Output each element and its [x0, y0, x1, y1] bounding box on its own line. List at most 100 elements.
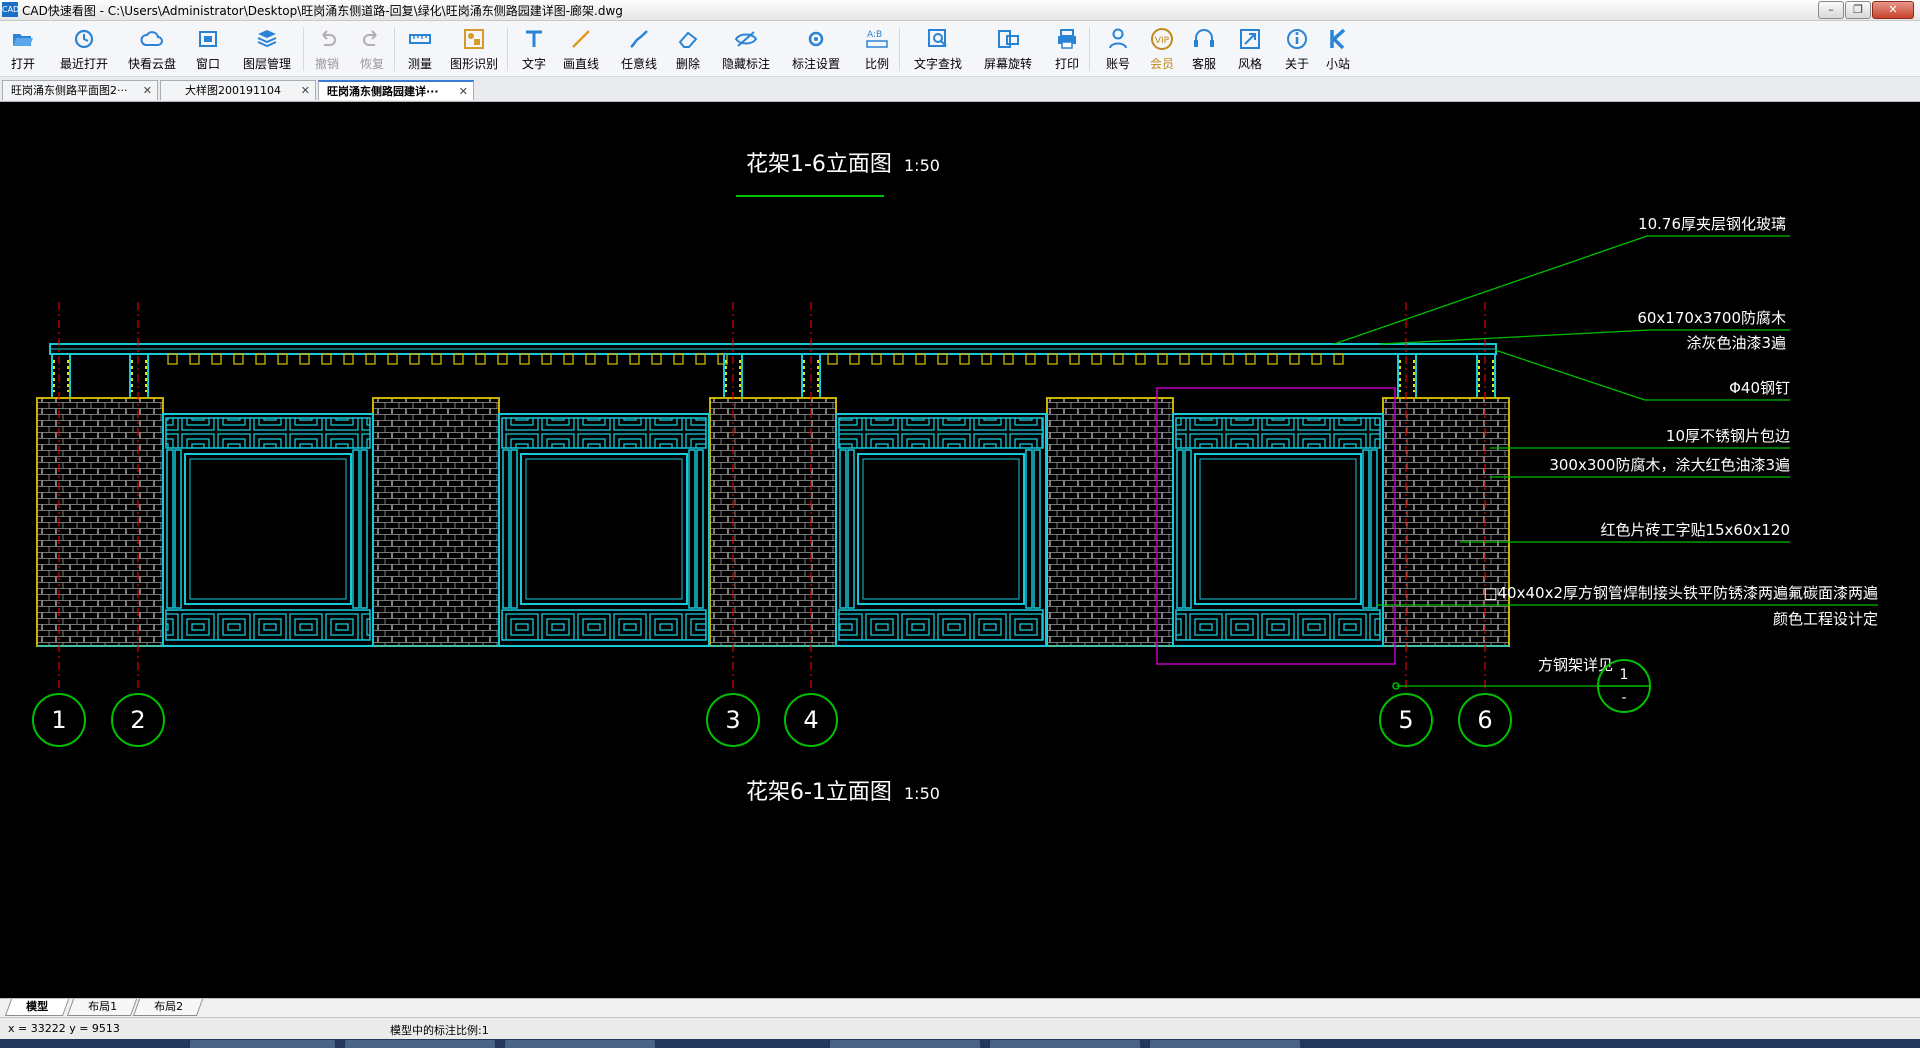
fret-panel: [498, 413, 710, 647]
panel-opening: [520, 453, 688, 605]
toolbar-button-redo[interactable]: 恢复: [355, 24, 389, 74]
tab-label: 大样图200191104: [185, 84, 281, 97]
toolbar-button-line[interactable]: 画直线: [559, 24, 603, 74]
main-toolbar: 打开最近打开快看云盘窗口图层管理撤销 恢复 测量图形识别文字画直线任意线删除隐藏标注…: [0, 21, 1920, 77]
taskbar-item[interactable]: [345, 1040, 495, 1048]
rotate-screen-icon: [998, 30, 1019, 48]
close-button[interactable]: ✕: [1872, 1, 1914, 19]
timber-posts: [51, 353, 1496, 399]
leader-lines: [1333, 235, 1878, 690]
toolbar-button-rotate-screen[interactable]: 屏幕旋转: [978, 24, 1038, 74]
rafter-end: [893, 353, 904, 365]
rafter-end: [277, 353, 288, 365]
taskbar-item[interactable]: [990, 1040, 1140, 1048]
annotation-text: Φ40钢钉: [1729, 379, 1790, 397]
toolbar-button-user[interactable]: 账号: [1101, 24, 1135, 74]
scale-icon: A:B: [866, 30, 888, 48]
panel-bottom-fret: [1175, 609, 1381, 641]
toolbar-label: 撤销: [314, 57, 339, 71]
tab-active-drawing[interactable]: 旺岗涌东侧路园建详···✕: [318, 80, 474, 100]
toolbar-button-window[interactable]: 窗口: [193, 24, 223, 74]
toolbar-label: 标注设置: [791, 57, 840, 71]
ruler-icon: [409, 34, 431, 44]
folder-open-icon: [13, 34, 33, 46]
panel-post: [1025, 449, 1033, 609]
tab-plan-drawing[interactable]: 旺岗涌东侧路平面图2···✕: [2, 80, 158, 100]
panel-post: [174, 449, 182, 609]
annotation-text: 300x300防腐木，涂大红色油漆3遍: [1549, 456, 1790, 474]
taskbar-item[interactable]: [505, 1040, 655, 1048]
toolbar-separator: [303, 27, 304, 71]
toolbar-button-ruler[interactable]: 测量: [403, 24, 437, 74]
panel-bottom-fret: [501, 609, 707, 641]
close-tab-icon[interactable]: ✕: [300, 84, 310, 97]
toolbar-button-cloud[interactable]: 快看云盘: [122, 24, 182, 74]
toolbar-button-hide-eye[interactable]: 隐藏标注: [718, 24, 774, 74]
taskbar-item[interactable]: [830, 1040, 980, 1048]
selection-rectangle[interactable]: [1156, 387, 1396, 665]
recent-clock-icon: [74, 29, 94, 49]
toolbar-button-recent-clock[interactable]: 最近打开: [54, 24, 114, 74]
rafter-end: [959, 353, 970, 365]
toolbar-button-folder-open[interactable]: 打开: [6, 24, 40, 74]
panel-post: [502, 449, 510, 609]
toolbar-label: 小站: [1325, 57, 1350, 71]
close-tab-icon[interactable]: ✕: [458, 85, 468, 98]
annotation-text: 颜色工程设计定: [1773, 610, 1878, 628]
taskbar-item[interactable]: [1150, 1040, 1300, 1048]
layout-tab-2[interactable]: 布局2: [132, 999, 204, 1016]
layout-tab-1[interactable]: 布局1: [66, 999, 138, 1016]
toolbar-button-text-search[interactable]: 文字查找: [908, 24, 968, 74]
app-logo-icon: CAD: [2, 2, 19, 17]
axis-label: 1: [51, 706, 66, 734]
toolbar-label: 恢复: [359, 57, 384, 71]
toolbar-button-headset[interactable]: 客服: [1187, 24, 1221, 74]
rafter-end: [365, 353, 376, 365]
taskbar-item[interactable]: [190, 1040, 335, 1048]
annotation-text: 红色片砖工字贴15x60x120: [1600, 521, 1790, 539]
toolbar-button-layers[interactable]: 图层管理: [236, 24, 298, 74]
elevation-scale-top: 1:50: [904, 156, 940, 175]
tab-detail-drawing[interactable]: 大样图200191104 ✕: [160, 80, 316, 100]
rafter-end: [1333, 353, 1344, 365]
rafter-end: [1289, 353, 1300, 365]
elevation-title-top: 花架1-6立面图: [746, 152, 892, 177]
svg-text:A:B: A:B: [867, 30, 882, 40]
toolbar-button-freehand[interactable]: 任意线: [617, 24, 661, 74]
leader-line: [1379, 329, 1651, 345]
minimize-button[interactable]: –: [1818, 1, 1844, 19]
rafter-end: [827, 353, 838, 365]
style-icon: [1240, 29, 1260, 49]
rafter-end: [1157, 353, 1168, 365]
toolbar-button-shape-recognize[interactable]: 图形识别: [446, 24, 502, 74]
maximize-button[interactable]: ❐: [1845, 1, 1871, 19]
k-logo-icon: [1330, 28, 1346, 50]
panel-frame: [835, 413, 1047, 647]
close-tab-icon[interactable]: ✕: [142, 84, 152, 97]
annotation-text: 10.76厚夹层钢化玻璃: [1638, 215, 1786, 233]
panel-frame: [498, 413, 710, 647]
toolbar-button-k-logo[interactable]: 小站: [1321, 24, 1355, 74]
toolbar-button-info[interactable]: 关于: [1280, 24, 1314, 74]
toolbar-label: 客服: [1191, 57, 1216, 71]
toolbar-button-style[interactable]: 风格: [1233, 24, 1267, 74]
toolbar-button-printer[interactable]: 打印: [1050, 24, 1084, 74]
eraser-icon: [678, 31, 698, 48]
toolbar-button-text[interactable]: 文字: [517, 24, 551, 74]
rafter-end: [1025, 353, 1036, 365]
rafter-end: [321, 353, 332, 365]
steel-fret-panels: [162, 413, 1384, 647]
rafter-end: [871, 353, 882, 365]
panel-opening-inner: [862, 458, 1020, 600]
toolbar-button-eraser[interactable]: 删除: [671, 24, 705, 74]
brick-pier: [1382, 397, 1510, 647]
toolbar-button-annotation-settings[interactable]: 标注设置: [788, 24, 844, 74]
headset-icon: [1194, 29, 1214, 47]
layout-tab-model[interactable]: 模型: [4, 999, 70, 1016]
toolbar-button-undo[interactable]: 撤销: [310, 24, 344, 74]
rafter-end: [343, 353, 354, 365]
